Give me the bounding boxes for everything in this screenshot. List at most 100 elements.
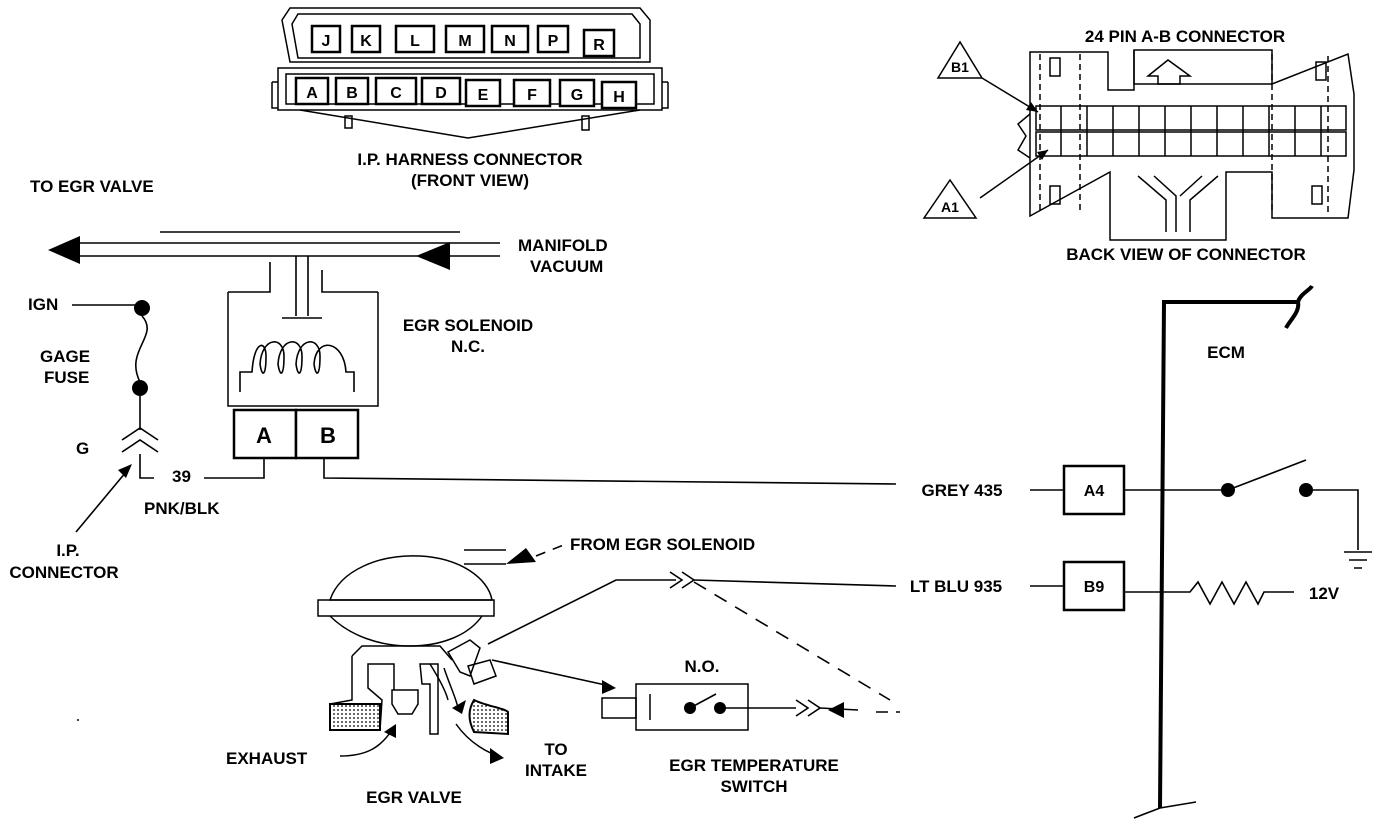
ip-pin-l-label: L	[410, 33, 420, 50]
manifold-vacuum-arrow-icon	[416, 242, 450, 270]
ip-pin-b-label: B	[346, 85, 358, 102]
pullup-resistor-icon	[1124, 580, 1294, 606]
ip-pin-f-label: F	[527, 87, 537, 104]
ip-pin-a-label: A	[306, 85, 318, 102]
temp-switch-body	[635, 683, 749, 731]
ip-pin-r	[582, 28, 616, 58]
ip-pin-d	[420, 76, 462, 106]
gage-label: GAGE	[40, 347, 90, 366]
ecm-label: ECM	[1207, 343, 1245, 362]
ab-pin-cavities	[1035, 105, 1347, 157]
egr-temp-switch: N.O. EGR TEMPERATURE SWITCH	[487, 571, 900, 796]
egr-solenoid: EGR SOLENOID N.C. A B	[204, 292, 897, 485]
ip-pin-n	[490, 24, 530, 54]
lt-blu-935-label: LT BLU 935	[910, 577, 1002, 596]
solenoid-vacuum-arrow-icon	[506, 548, 536, 564]
connector-label: CONNECTOR	[9, 563, 118, 582]
ecm-switch-blade	[1227, 459, 1307, 491]
ip-pin-e-label: E	[478, 87, 489, 104]
connector-orientation-arrow-icon	[1145, 59, 1193, 85]
circuit-39-label: 39	[172, 467, 191, 486]
ip-connector-label: I.P.	[56, 541, 79, 560]
ip-bottom-pin-row: A B C D E F G H	[294, 76, 638, 110]
supply-12v-label: 12V	[1309, 584, 1340, 603]
fuse-label: FUSE	[44, 368, 89, 387]
grey-435-label: GREY 435	[922, 481, 1003, 500]
solenoid-coil	[239, 341, 355, 392]
solenoid-terminal-b-label: B	[320, 423, 336, 448]
ab-connector-title: 24 PIN A-B CONNECTOR	[1085, 27, 1285, 46]
ip-harness-connector: J K L M N P R A B C D E F G H I.P. HARN	[271, 7, 669, 190]
ip-pin-j-label: J	[322, 33, 331, 50]
to-egr-valve-label: TO EGR VALVE	[30, 177, 154, 196]
ip-connector-chevron-icon	[121, 427, 159, 453]
ip-pin-c	[374, 76, 418, 106]
a1-marker-label: A1	[941, 199, 959, 215]
egr-temp-switch-subtitle: SWITCH	[720, 777, 787, 796]
from-egr-solenoid-label: FROM EGR SOLENOID	[570, 535, 755, 554]
ab-connector-caption: BACK VIEW OF CONNECTOR	[1066, 245, 1306, 264]
ecm-pin-a4	[1062, 464, 1126, 516]
vacuum-lines: TO EGR VALVE MANIFOLD VACUUM	[30, 177, 608, 319]
intake-flow-arrow-icon	[490, 748, 504, 764]
ip-connector-title: I.P. HARNESS CONNECTOR	[357, 150, 582, 169]
vacuum-label: VACUUM	[530, 257, 603, 276]
solenoid-terminal-a-label: A	[256, 423, 272, 448]
ip-pin-m-label: M	[458, 33, 471, 50]
ip-pin-g	[558, 78, 596, 108]
ip-pin-l	[394, 24, 436, 54]
ip-pin-d-label: D	[435, 85, 447, 102]
ignition-circuit: IGN GAGE FUSE G 39 PNK/BLK I.P. CONNECTO…	[9, 295, 220, 582]
exhaust-flow-arrow-icon	[452, 700, 466, 714]
g-pin-label: G	[76, 439, 89, 458]
a1-marker: A1	[922, 149, 1049, 219]
to-label: TO	[544, 740, 567, 759]
ecm-pin-a4-label: A4	[1084, 483, 1105, 500]
ip-pin-h	[600, 80, 638, 110]
ip-pin-k	[350, 24, 382, 54]
ip-pin-b	[334, 76, 370, 106]
manifold-label: MANIFOLD	[518, 236, 608, 255]
ip-pin-c-label: C	[390, 85, 402, 102]
fuse-terminal-bottom	[132, 380, 148, 396]
solenoid-terminal-b	[294, 408, 360, 460]
ecm-pin-b9	[1062, 560, 1126, 612]
egr-valve-caption: EGR VALVE	[366, 788, 462, 807]
egr-temp-switch-title: EGR TEMPERATURE	[669, 756, 839, 775]
ip-pin-p	[536, 24, 570, 54]
ip-pin-r-label: R	[593, 37, 605, 54]
temp-switch-contact	[689, 693, 717, 709]
ip-pin-g-label: G	[571, 87, 583, 104]
egr-solenoid-title: EGR SOLENOID	[403, 316, 533, 335]
ign-label: IGN	[28, 295, 58, 314]
b1-marker-label: B1	[951, 59, 969, 75]
ip-pin-h-label: H	[613, 89, 625, 106]
scan-speck	[77, 719, 79, 721]
ip-pin-n-label: N	[504, 33, 516, 50]
ip-top-pin-row: J K L M N P R	[310, 24, 616, 58]
ip-pin-m	[444, 24, 486, 54]
ip-pin-a	[294, 76, 330, 106]
ip-pin-p-label: P	[548, 33, 559, 50]
vacuum-outflow-arrow-icon	[48, 236, 80, 264]
ip-pin-k-label: K	[360, 33, 372, 50]
normally-open-label: N.O.	[685, 657, 720, 676]
egr-valve: FROM EGR SOLENOID EXHAUST TO INTAKE EGR …	[226, 535, 755, 807]
ecm-pin-b9-label: B9	[1084, 579, 1105, 596]
fuse-terminal-top	[134, 300, 150, 316]
ip-pin-e	[464, 78, 502, 108]
solenoid-terminal-a	[232, 408, 298, 460]
ip-pin-f	[512, 78, 552, 108]
ground-icon	[1344, 551, 1372, 569]
b1-marker: B1	[936, 40, 1039, 113]
ab-connector: 24 PIN A-B CONNECTOR B1 A1 BA	[922, 27, 1355, 264]
pnk-blk-label: PNK/BLK	[144, 499, 220, 518]
egr-solenoid-subtitle: N.C.	[451, 337, 485, 356]
intake-label: INTAKE	[525, 761, 587, 780]
gage-fuse-link	[134, 315, 148, 383]
ip-connector-subtitle: (FRONT VIEW)	[411, 171, 529, 190]
ecm: ECM GREY 435 A4 LT BLU 935 B9 12V	[910, 284, 1372, 819]
ip-pin-j	[310, 24, 342, 54]
exhaust-label: EXHAUST	[226, 749, 308, 768]
